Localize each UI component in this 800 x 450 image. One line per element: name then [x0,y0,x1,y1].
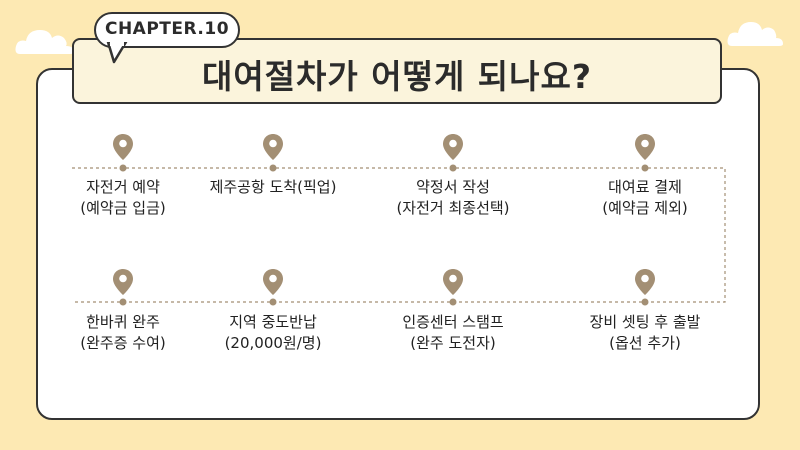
step-note: (20,000원/명) [224,334,322,352]
step-midway-return: 지역 중도반납 (20,000원/명) [193,268,353,352]
location-pin-icon [635,269,655,295]
location-pin-icon [443,134,463,160]
step-title: 장비 셋팅 후 출발 [589,313,701,331]
route-dot [641,164,649,172]
step-reservation: 자전거 예약 (예약금 입금) [43,133,203,217]
step-note: (예약금 입금) [80,199,166,217]
step-equipment-setup: 장비 셋팅 후 출발 (옵션 추가) [565,268,725,352]
step-agreement: 약정서 작성 (자전거 최종선택) [373,133,533,217]
chapter-label: CHAPTER.10 [104,19,230,39]
cloud-icon [727,22,783,46]
step-note: (완주 도전자) [410,334,496,352]
step-complete-loop: 한바퀴 완주 (완주증 수여) [43,268,203,352]
location-pin-icon [263,269,283,295]
step-payment: 대여료 결제 (예약금 제외) [565,133,725,217]
location-pin-icon [113,269,133,295]
step-note: (자전거 최종선택) [396,199,510,217]
step-note: (예약금 제외) [602,199,688,217]
title-banner: 대여절차가 어떻게 되나요? [72,38,722,104]
chapter-tag: CHAPTER.10 [94,12,240,48]
step-stamp: 인증센터 스탬프 (완주 도전자) [373,268,533,352]
location-pin-icon [443,269,463,295]
process-card [36,68,760,420]
step-title: 지역 중도반납 [229,313,317,331]
location-pin-icon [635,134,655,160]
location-pin-icon [263,134,283,160]
step-title: 자전거 예약 [86,178,160,196]
route-dot [269,298,277,306]
location-pin-icon [113,134,133,160]
step-title: 약정서 작성 [416,178,490,196]
route-dot [641,298,649,306]
route-dot [449,164,457,172]
step-title: 한바퀴 완주 [86,313,160,331]
route-dot [119,164,127,172]
step-note: (옵션 추가) [609,334,681,352]
step-title: 대여료 결제 [608,178,682,196]
route-dot [269,164,277,172]
step-title: 제주공항 도착(픽업) [209,178,337,196]
page-title: 대여절차가 어떻게 되나요? [201,57,593,96]
step-title: 인증센터 스탬프 [402,313,504,331]
step-airport-pickup: 제주공항 도착(픽업) [193,133,353,196]
step-note: (완주증 수여) [80,334,166,352]
speech-tail [106,42,128,64]
route-dot [449,298,457,306]
route-dot [119,298,127,306]
cloud-icon [15,30,74,54]
